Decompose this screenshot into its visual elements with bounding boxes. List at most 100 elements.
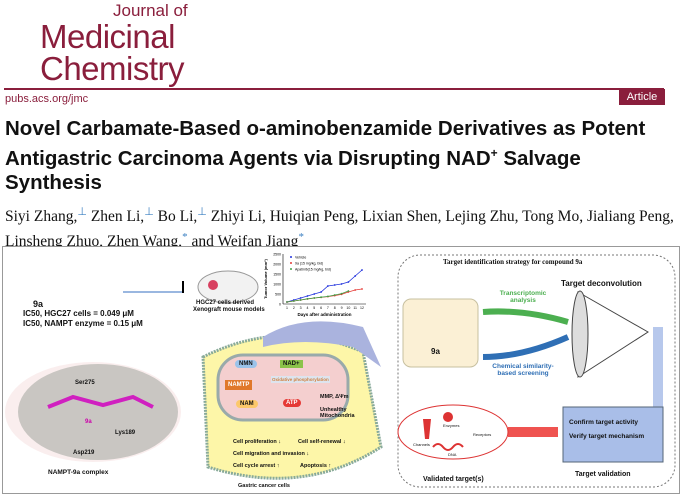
y-tick-label: 2500 [273, 253, 281, 257]
oxphos-label: Oxidative phosphorylation [271, 376, 330, 383]
transcriptomic-label: Transcriptomic analysis [499, 290, 547, 304]
data-point [354, 289, 357, 291]
mouse-icon [197, 270, 259, 304]
author[interactable]: Siyi Zhang, [5, 208, 78, 226]
unhealthy-label: Unhealthy Mitochondria [320, 407, 355, 419]
blue-arrow [482, 334, 570, 360]
atp-label: ATP [283, 399, 301, 407]
data-point [354, 275, 357, 277]
nam-label: NAM [236, 400, 258, 408]
validation-label: Target validation [575, 471, 631, 478]
data-point [361, 269, 363, 271]
author-mark[interactable]: ⊥ [77, 206, 87, 218]
effect-label: Cell proliferation ↓ [233, 439, 281, 445]
journal-name-line1: Journal of [113, 1, 188, 20]
x-tick-label: 12 [360, 306, 364, 310]
target-channels: Channels [413, 442, 430, 447]
data-point [361, 288, 363, 290]
article-type-badge: Article [619, 89, 665, 105]
journal-name-line2: Medicinal [40, 18, 175, 55]
x-tick-label: 2 [293, 306, 295, 310]
targets-ellipse [397, 404, 509, 460]
legend-label: Vehicle [295, 256, 306, 260]
journal-name-line3: Chemistry [40, 50, 185, 87]
nad-label: NAD+ [280, 360, 303, 368]
compound-label: 9a [33, 299, 44, 309]
author-mark[interactable]: * [182, 231, 188, 244]
legend-label: 9a (15 mg/kg, bid) [295, 262, 323, 266]
title-sup: + [490, 146, 498, 160]
ligand-9a [47, 394, 154, 409]
data-point [306, 297, 309, 300]
y-tick-label: 2000 [273, 263, 281, 267]
x-tick-label: 9 [341, 306, 343, 310]
target-enzymes: Enzymes [443, 423, 460, 428]
x-tick-label: 1 [286, 306, 288, 310]
author[interactable]: Zhen Li, [90, 208, 145, 226]
residue-label: Asp219 [73, 450, 95, 456]
confirm-label: Confirm target activity [569, 419, 638, 426]
residue-label: Ser275 [75, 380, 95, 386]
cell-caption: Gastric cancer cells [238, 483, 290, 489]
series-line [286, 290, 349, 303]
effect-label: Cell self-renewal ↓ [298, 439, 346, 445]
author-mark[interactable]: ⊥ [197, 206, 207, 218]
residue-label: 9a [85, 419, 92, 425]
namtp-label: NAMTP [225, 380, 253, 390]
x-tick-label: 10 [346, 306, 350, 310]
effect-label: Cell cycle arrest ↑ [233, 463, 280, 469]
x-axis-label: Days after administration [297, 312, 351, 317]
similarity-label: Chemical similarity-based screening [492, 363, 554, 377]
funnel-icon [571, 290, 589, 378]
title-text: Novel Carbamate-Based o-aminobenzamide D… [5, 117, 646, 170]
legend-marker [290, 262, 292, 264]
author-mark[interactable]: ⊥ [144, 206, 154, 218]
data-point [347, 281, 350, 283]
verify-label: Verify target mechanism [569, 433, 645, 440]
data-point [286, 301, 288, 303]
x-tick-label: 8 [334, 306, 336, 310]
data-point [340, 283, 343, 285]
data-point [333, 284, 336, 286]
x-tick-label: 11 [353, 306, 357, 310]
data-point [327, 285, 329, 287]
complex-label: NAMPT-9a complex [48, 469, 109, 476]
article-title: Novel Carbamate-Based o-aminobenzamide D… [5, 117, 675, 195]
data-point [299, 297, 302, 299]
data-point [320, 296, 322, 299]
legend-marker [290, 256, 292, 258]
ic50-cells: IC50, HGC27 cells = 0.049 μM [23, 309, 134, 318]
x-tick-label: 5 [313, 306, 315, 310]
deconvolution-label: Target deconvolution [561, 279, 642, 288]
target-dna: DNA [448, 452, 457, 457]
mouse-caption-1: HGC27 cells derived [196, 300, 255, 306]
y-tick-label: 1500 [273, 273, 281, 277]
validation-box [562, 406, 664, 463]
author-mark[interactable]: * [298, 231, 304, 244]
ic50-enzyme: IC50, NAMPT enzyme = 0.15 μM [23, 319, 143, 328]
mouse-caption-2: Xenograft mouse models [193, 307, 265, 313]
legend-label: Apatinib(15 mg/kg, bid) [295, 268, 331, 272]
x-tick-label: 7 [327, 306, 329, 310]
series-line [286, 269, 363, 303]
effect-label: Apoptosis ↑ [300, 463, 332, 469]
structure-compound-label: 9a [431, 347, 440, 356]
legend-marker [290, 268, 292, 270]
data-point [320, 291, 322, 293]
residue-label: Lys189 [115, 430, 136, 436]
x-tick-label: 3 [300, 306, 302, 310]
x-tick-label: 4 [306, 306, 308, 310]
data-point [327, 295, 329, 298]
data-point [292, 300, 295, 302]
toc-artwork [5, 254, 676, 488]
data-point [340, 292, 343, 295]
data-point [299, 299, 302, 301]
journal-url-link[interactable]: pubs.acs.org/jmc [5, 93, 89, 105]
data-point [333, 294, 336, 296]
target-receptors: Receptors [473, 432, 492, 437]
data-point [313, 293, 316, 295]
y-tick-label: 1000 [273, 283, 281, 287]
author[interactable]: Bo Li, [157, 208, 198, 226]
